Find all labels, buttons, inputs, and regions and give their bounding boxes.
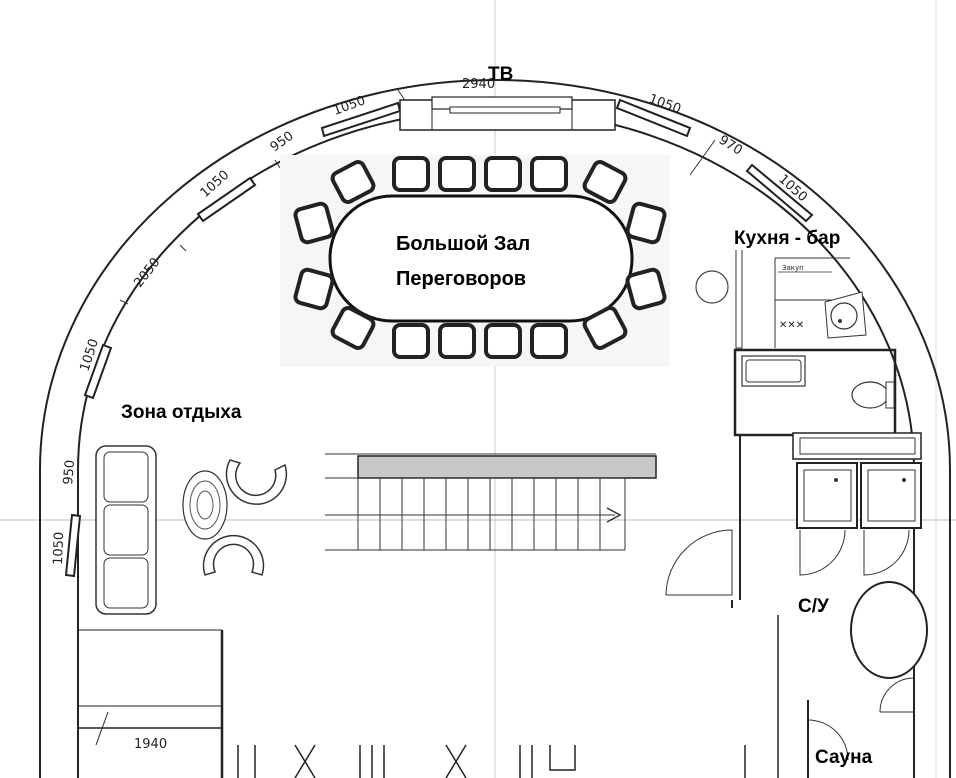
staircase: [325, 453, 657, 551]
chair: [530, 323, 568, 359]
lower-walls: [78, 600, 746, 778]
sauna-area: [777, 615, 915, 778]
column: [695, 270, 729, 304]
armchair: [202, 534, 265, 576]
chair: [330, 160, 376, 204]
dim-top-left-2: 950: [268, 129, 297, 156]
chair: [392, 323, 430, 359]
chair: [293, 267, 335, 311]
chair: [625, 201, 667, 245]
dim-top-center: 2940: [462, 77, 495, 92]
chair: [582, 306, 628, 350]
conference-table: [328, 194, 634, 323]
wc-block: [665, 348, 922, 600]
kitchen-bar: Закуп ✕✕✕: [735, 250, 867, 349]
label-hall-line2: Переговоров: [396, 268, 526, 290]
toilet: [851, 381, 889, 409]
outer-wall-outer: [39, 79, 951, 778]
window-segments: [64, 98, 814, 578]
label-wc: С/У: [798, 596, 829, 617]
dim-top-right-970: 970: [716, 133, 745, 159]
chair: [438, 323, 476, 359]
chair: [293, 201, 335, 245]
chair: [625, 267, 667, 311]
dim-left-950: 950: [61, 459, 78, 485]
kitchen-note: Закуп: [782, 264, 804, 272]
chair: [484, 323, 522, 359]
tv-unit: [399, 96, 616, 131]
stove-burners: ✕✕✕: [779, 320, 804, 331]
stair-arrow-icon: [606, 507, 622, 523]
dim-left-2050: 2050: [131, 255, 163, 290]
label-sauna: Сауна: [815, 747, 873, 768]
dim-left-1050-b: 1050: [51, 532, 67, 566]
chair: [330, 306, 376, 350]
chair: [530, 156, 568, 192]
label-hall-line1: Большой Зал: [396, 233, 530, 255]
label-tv: ТВ: [488, 64, 513, 85]
chair: [582, 160, 628, 204]
lounge-furniture: [95, 445, 288, 615]
stair-landing: [357, 455, 657, 479]
armchair: [225, 459, 288, 505]
bathtub: [850, 581, 928, 679]
dim-bottom-1940: 1940: [134, 737, 167, 752]
chair: [438, 156, 476, 192]
chair: [392, 156, 430, 192]
label-kitchen: Кухня - бар: [734, 228, 840, 249]
chair: [484, 156, 522, 192]
conference-table-group: [280, 155, 670, 367]
label-lounge: Зона отдыха: [121, 402, 242, 423]
